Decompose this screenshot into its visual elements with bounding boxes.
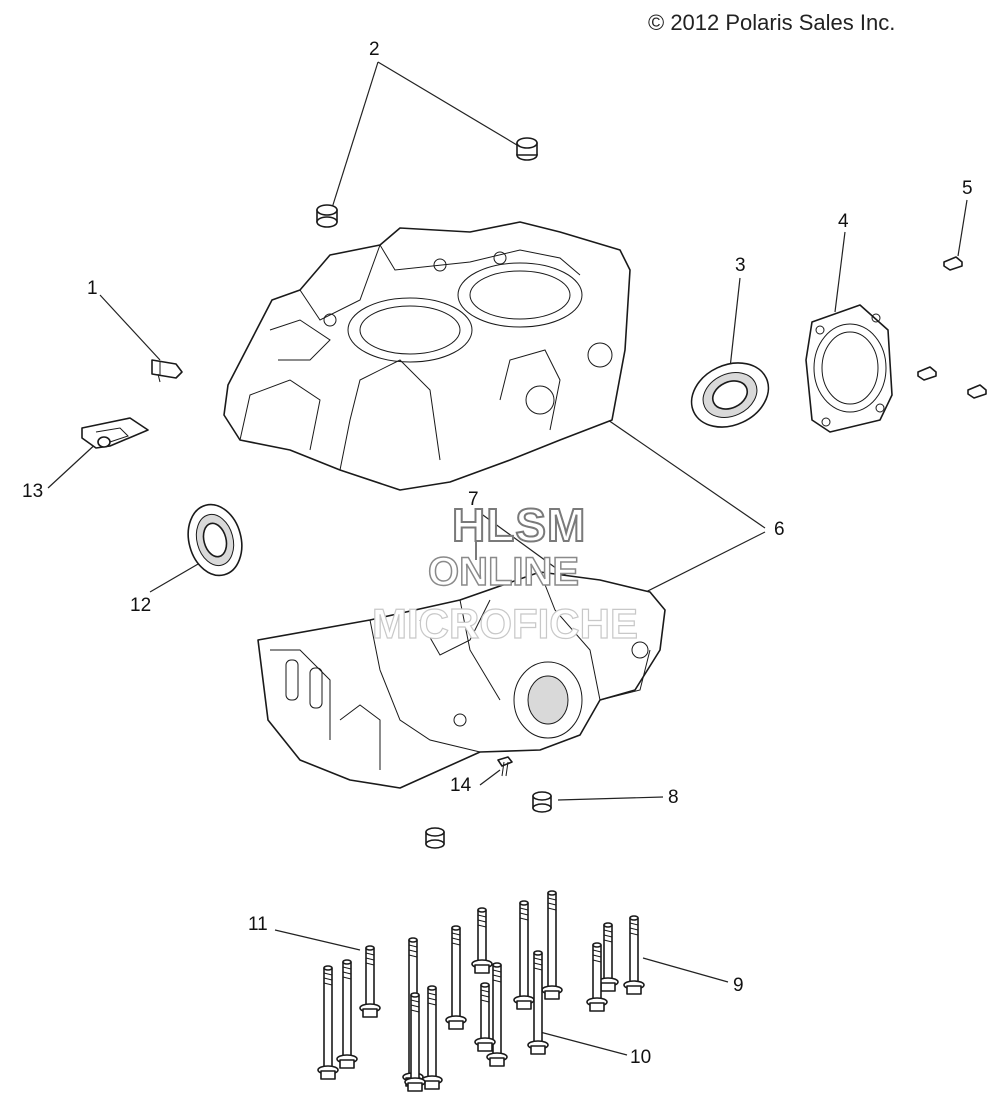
callout-3: 3 [735,255,746,276]
dowel-pin-lower [316,204,338,228]
bolt [486,962,508,1067]
callout-4: 4 [838,211,849,232]
bolt [404,992,426,1092]
bolt [541,890,563,1000]
lower-crankcase [257,571,666,789]
callout-6: 6 [774,519,785,540]
oil-seal-left [187,503,243,577]
callout-9: 9 [733,975,744,996]
callout-1: 1 [87,278,98,299]
bolt [474,982,496,1052]
bolt [336,959,358,1069]
dowel-pin-upper [516,137,538,161]
bolt [597,922,619,992]
callout-5: 5 [962,178,973,199]
leader-lines [47,61,968,1056]
bolt [317,965,339,1080]
copyright-text: © 2012 Polaris Sales Inc. [648,10,896,35]
callout-2: 2 [369,39,380,60]
oil-seal-right [690,362,770,428]
callout-14: 14 [450,775,472,796]
bolt [623,915,645,995]
callout-11: 11 [248,914,268,935]
watermark-line1: HLSM [451,498,587,552]
callout-8: 8 [668,787,679,808]
screw-group-5 [917,256,987,399]
watermark-line2: ONLINE [427,549,580,595]
cover-plate [805,304,893,433]
callout-7: 7 [468,489,479,510]
callout-10: 10 [630,1047,652,1068]
bolt [471,907,493,974]
bolt [513,900,535,1010]
callout-13: 13 [22,481,44,502]
bolt-set [317,890,645,1092]
bolt [445,925,467,1030]
dowel-pin-8b [425,827,445,849]
watermark-line3: MICROFICHE [371,599,638,647]
callout-12: 12 [130,595,152,616]
fitting-part [151,359,183,383]
bolt [359,945,381,1018]
dowel-pin-8a [532,791,552,813]
bracket-part [81,417,149,449]
upper-crankcase [223,221,631,491]
small-bolt-14 [497,756,513,777]
bolt [527,950,549,1055]
bolt [421,985,443,1090]
bolt [586,942,608,1012]
